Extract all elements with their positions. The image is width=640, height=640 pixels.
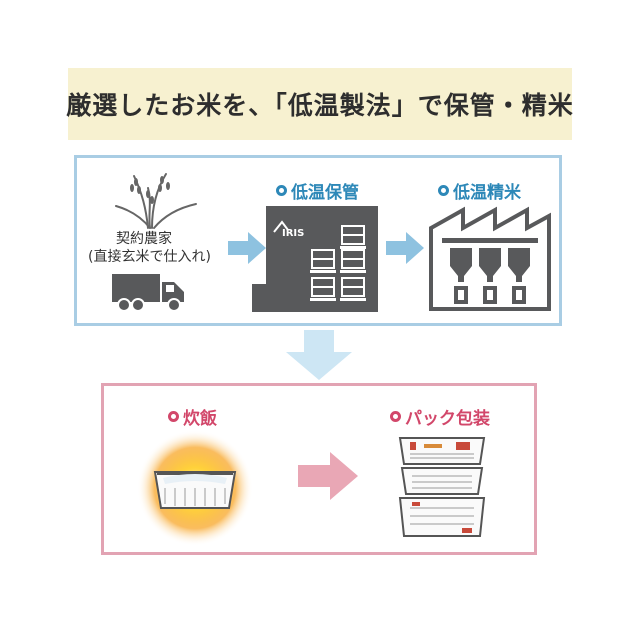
factory-icon <box>429 206 551 311</box>
circle-marker-icon <box>276 185 287 196</box>
circle-marker-icon <box>390 411 401 422</box>
circle-marker-icon <box>168 411 179 422</box>
arrow-right-icon <box>386 232 424 264</box>
arrow-right-icon <box>298 452 358 500</box>
arrow-down-icon <box>286 330 352 380</box>
headline-text: 厳選したお米を、「低温製法」で保管・精米 <box>66 91 574 120</box>
step-low-temp-storage: 低温保管 <box>276 178 359 203</box>
rice-plant-icon <box>115 173 197 229</box>
step-label-text: パック包装 <box>405 409 490 429</box>
step-low-temp-milling: 低温精米 <box>438 178 521 203</box>
stacked-packs-icon <box>398 437 486 537</box>
step-label-text: 低温精米 <box>453 183 521 203</box>
headline-banner: 厳選したお米を、「低温製法」で保管・精米 <box>66 68 574 140</box>
iris-logo-text: IRIS <box>282 228 304 239</box>
farm-line-2: (直接玄米で仕入れ) <box>88 249 211 265</box>
step-pack-packaging: パック包装 <box>390 404 490 429</box>
farm-line-1: 契約農家 <box>116 231 172 247</box>
contract-farmer-label: 契約農家 (直接玄米で仕入れ) <box>88 230 211 266</box>
rice-tray-icon <box>137 430 253 546</box>
warehouse-icon: IRIS <box>252 206 378 312</box>
arrow-right-icon <box>228 232 266 264</box>
circle-marker-icon <box>438 185 449 196</box>
truck-icon <box>112 274 184 312</box>
step-label-text: 低温保管 <box>291 183 359 203</box>
step-label-text: 炊飯 <box>183 409 217 429</box>
step-cooking: 炊飯 <box>168 404 217 429</box>
